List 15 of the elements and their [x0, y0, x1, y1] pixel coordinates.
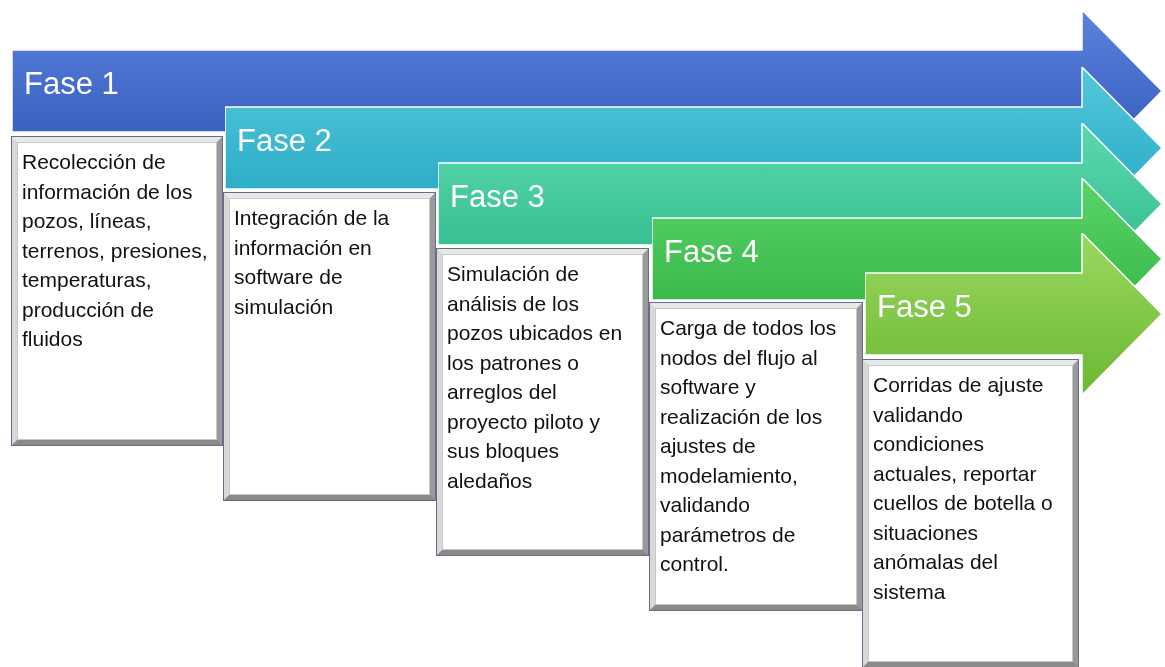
phase-title: Fase 3	[450, 179, 545, 215]
phase-description: Integración de la información en software de simulación	[234, 205, 391, 320]
description-card	[863, 360, 1078, 667]
phase-description: Simulación de análisis de los pozos ubicados en los patrones o arreglos del proyecto piloto y sus bloques aledaños	[447, 261, 624, 494]
description-card	[12, 137, 222, 445]
description-card	[437, 249, 648, 555]
phase-description: Carga de todos los nodos del flujo al software y realización de los ajustes de modelamiento, validando parámetros de control.	[660, 315, 838, 577]
phase-title: Fase 4	[664, 234, 759, 270]
phase-description: Corridas de ajuste validando condiciones actuales, reportar cuellos de botella o situaciones anómalas del sistema	[873, 372, 1054, 605]
phase-title: Fase 2	[237, 123, 332, 159]
description-card	[650, 303, 862, 610]
phase-title: Fase 1	[24, 66, 119, 102]
phase-title: Fase 5	[877, 289, 972, 325]
phase-description: Recolección de información de los pozos, líneas, terrenos, presiones, temperaturas, producción de fluidos	[22, 149, 209, 352]
description-card	[224, 193, 435, 500]
